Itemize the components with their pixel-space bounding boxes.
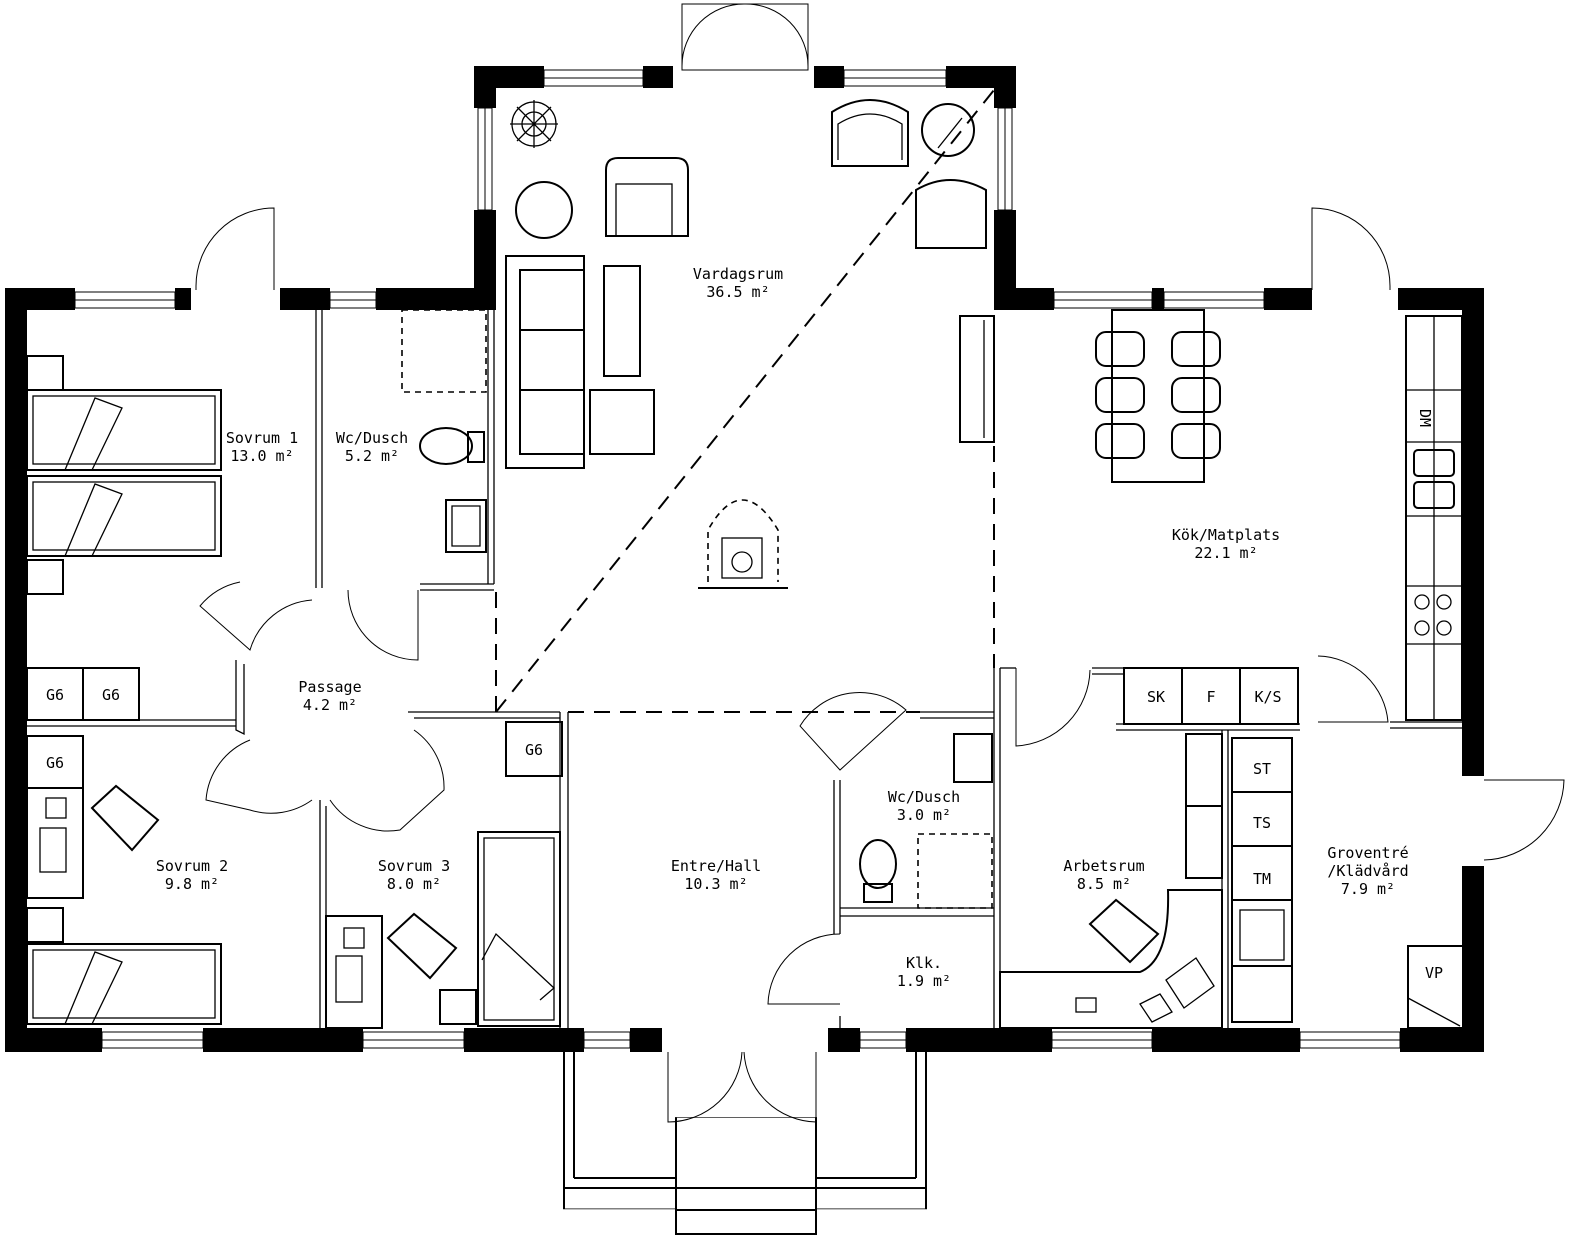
shower-icon xyxy=(401,309,487,393)
nightstand-icon xyxy=(439,989,477,1025)
room-name-arbetsrum: Arbetsrum xyxy=(1063,857,1144,875)
room-area-kok: 22.1 m² xyxy=(1194,544,1257,562)
armchair-icon xyxy=(915,179,987,249)
room-name-wcdusch2: Wc/Dusch xyxy=(888,788,960,806)
heat-pump-icon xyxy=(1407,945,1465,1029)
room-name-wcdusch1: Wc/Dusch xyxy=(336,429,408,447)
outer-walls xyxy=(5,66,1484,1052)
unit-label-g6: G6 xyxy=(46,686,64,704)
room-area-entre: 10.3 m² xyxy=(684,875,747,893)
office-chair-icon xyxy=(1088,898,1160,964)
nightstand-icon xyxy=(26,907,64,943)
toilet-icon xyxy=(419,427,473,465)
utility-sink-icon xyxy=(1239,909,1285,961)
room-name-entre: Entre/Hall xyxy=(671,857,761,875)
room-area-arbetsrum: 8.5 m² xyxy=(1077,875,1131,893)
tv-unit-icon xyxy=(959,315,995,443)
washbasin-icon xyxy=(953,733,993,783)
furniture xyxy=(26,99,1465,1029)
office-chair-icon xyxy=(90,784,160,852)
desk-icon xyxy=(999,889,1223,1029)
washbasin-icon xyxy=(445,499,487,553)
room-area-wcdusch2: 3.0 m² xyxy=(897,806,951,824)
unit-label-sk: SK xyxy=(1147,688,1165,706)
windows xyxy=(74,69,1401,1049)
armchair-icon xyxy=(831,99,909,167)
unit-label-g6: G6 xyxy=(525,741,543,759)
room-area-sovrum3: 8.0 m² xyxy=(387,875,441,893)
unit-label-g6: G6 xyxy=(46,754,64,772)
room-name-sovrum3: Sovrum 3 xyxy=(378,857,450,875)
room-name-vardagsrum: Vardagsrum xyxy=(693,265,783,283)
armchair-icon xyxy=(605,157,689,237)
room-area-vardagsrum: 36.5 m² xyxy=(706,283,769,301)
nightstand-icon xyxy=(26,559,64,595)
room-name-groventre-line2: /Klädvård xyxy=(1327,862,1408,880)
side-table-icon xyxy=(515,181,573,239)
unit-label-ks: K/S xyxy=(1254,688,1281,706)
bed-icon xyxy=(26,475,222,557)
room-area-sovrum2: 9.8 m² xyxy=(165,875,219,893)
sink-icon xyxy=(1413,449,1455,477)
room-name-passage: Passage xyxy=(298,678,361,696)
room-name-kok: Kök/Matplats xyxy=(1172,526,1280,544)
toilet-icon xyxy=(859,839,897,889)
bed-icon xyxy=(477,831,561,1027)
shelf-icon xyxy=(1185,733,1223,807)
exterior-doors xyxy=(195,3,1565,1210)
unit-label-tm: TM xyxy=(1253,870,1271,888)
room-area-klk: 1.9 m² xyxy=(897,972,951,990)
room-area-wcdusch1: 5.2 m² xyxy=(345,447,399,465)
room-name-klk: Klk. xyxy=(906,954,942,972)
cabinet-column-icon xyxy=(1231,737,1293,1023)
room-name-sovrum1: Sovrum 1 xyxy=(226,429,298,447)
room-area-groventre: 7.9 m² xyxy=(1341,880,1395,898)
office-chair-icon xyxy=(386,912,458,980)
unit-label-ts: TS xyxy=(1253,814,1271,832)
fireplace-icon xyxy=(707,499,779,582)
cabinet-row-icon xyxy=(1123,667,1299,725)
room-name-groventre: Groventré xyxy=(1327,844,1408,862)
unit-label-f: F xyxy=(1206,688,1215,706)
coffee-table-icon xyxy=(603,265,641,377)
dining-table-icon xyxy=(1111,309,1205,483)
unit-label-dm: DM xyxy=(1416,409,1434,427)
stove-icon xyxy=(1414,594,1430,610)
nightstand-icon xyxy=(26,355,64,391)
unit-label-g6: G6 xyxy=(102,686,120,704)
sofa-icon xyxy=(505,255,585,469)
round-table-icon xyxy=(921,103,975,157)
bed-icon xyxy=(26,389,222,471)
labels: Vardagsrum 36.5 m² Sovrum 1 13.0 m² Wc/D… xyxy=(46,265,1443,990)
unit-label-st: ST xyxy=(1253,760,1271,778)
desk-icon xyxy=(325,915,383,1029)
shower-icon xyxy=(917,833,993,909)
desk-icon xyxy=(26,787,84,899)
room-area-passage: 4.2 m² xyxy=(303,696,357,714)
unit-label-vp: VP xyxy=(1425,964,1443,982)
interior-doors xyxy=(199,581,1389,1005)
porch xyxy=(563,1052,927,1235)
chair-icon xyxy=(1095,331,1221,459)
room-name-sovrum2: Sovrum 2 xyxy=(156,857,228,875)
interior-walls xyxy=(27,89,1462,1028)
room-area-sovrum1: 13.0 m² xyxy=(230,447,293,465)
bed-icon xyxy=(26,943,222,1025)
